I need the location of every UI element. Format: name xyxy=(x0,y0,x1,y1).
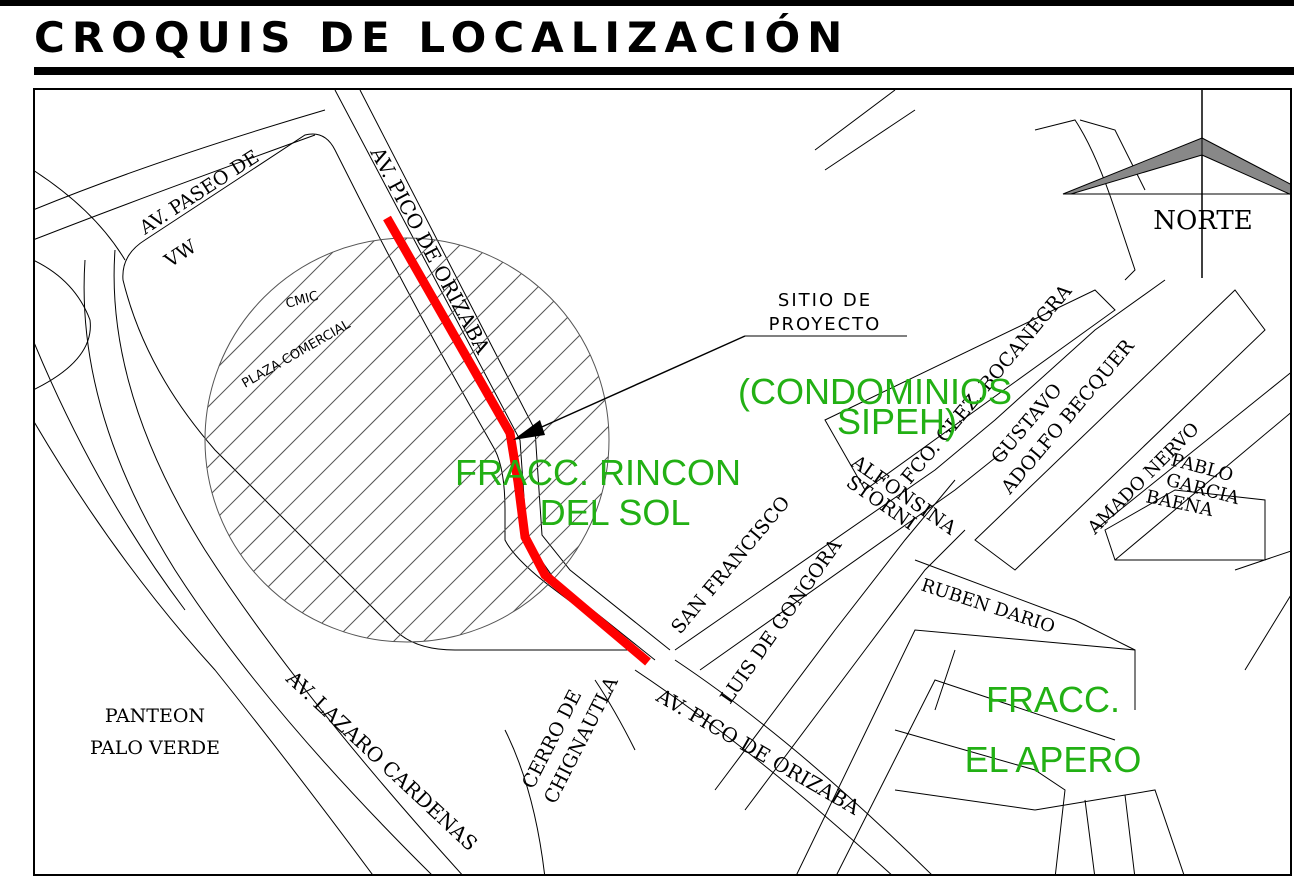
lazaro-edge-1 xyxy=(83,259,432,874)
ruben-edge xyxy=(914,559,1136,651)
lazaro-edge-3 xyxy=(35,422,373,874)
pablo-block xyxy=(1104,489,1266,561)
amado-edge-2 xyxy=(1114,412,1290,561)
location-map: SITIO DE PROYECTO NORTE AV. PASEO DE VW … xyxy=(35,90,1290,874)
street-label-lazaro: AV. LAZARO CARDENAS xyxy=(281,665,482,855)
pico-south-edge-1 xyxy=(634,669,892,874)
apero-block-4 xyxy=(894,649,1036,811)
callout-leader xyxy=(513,335,907,440)
gustavo-block xyxy=(974,289,1266,571)
area-label-condominios-2: SIPEH) xyxy=(837,401,957,442)
page-title: CROQUIS DE LOCALIZACIÓN xyxy=(34,13,850,62)
paseo-curve xyxy=(35,170,126,261)
place-label-panteon-2: PALO VERDE xyxy=(90,737,220,759)
title-rule xyxy=(34,67,1294,75)
avenue-paseo-edge-1 xyxy=(35,109,326,210)
lazaro-edge-4 xyxy=(35,343,186,611)
place-label-cmic: CMIC xyxy=(284,289,320,312)
condo-block xyxy=(824,289,1116,491)
lazaro-edge-2 xyxy=(113,249,463,874)
street-label-paseo-2: VW xyxy=(160,235,201,272)
street-label-pico-south: AV. PICO DE ORIZABA xyxy=(652,683,865,820)
area-label-rincon-1: FRACC. RINCON xyxy=(455,452,741,493)
street-label-paseo-1: AV. PASEO DE xyxy=(135,146,263,240)
area-label-rincon-2: DEL SOL xyxy=(540,492,691,533)
area-label-apero-1: FRACC. xyxy=(986,679,1120,720)
project-area-circle xyxy=(204,237,610,643)
avenue-paseo-edge-2 xyxy=(35,134,316,240)
northeast-blocks xyxy=(1034,119,1136,281)
sanfran-block xyxy=(674,279,1166,651)
apero-lots xyxy=(1034,789,1185,874)
east-edge xyxy=(1234,550,1290,671)
plaza-block xyxy=(122,133,637,651)
north-arrow-icon xyxy=(1062,90,1290,278)
callout-label-line1: SITIO DE xyxy=(778,290,872,311)
apero-block-3 xyxy=(894,729,1066,874)
apero-block-1 xyxy=(796,629,1136,874)
apero-block-2 xyxy=(836,679,1116,874)
street-label-ruben: RUBEN DARIO xyxy=(918,575,1057,638)
cerro-edge-2 xyxy=(594,679,636,751)
area-label-condominios-1: (CONDOMINIOS xyxy=(738,371,1012,412)
luis-edge-2 xyxy=(744,529,966,811)
pico-south-edge-2 xyxy=(674,659,932,874)
luis-block xyxy=(714,479,956,791)
callout-label-line2: PROYECTO xyxy=(769,314,882,335)
northeast-blocks-2 xyxy=(814,90,916,171)
header-band xyxy=(0,0,1294,6)
north-label: NORTE xyxy=(1153,206,1253,236)
pico-edge-east xyxy=(359,90,671,651)
cerro-edge-1 xyxy=(504,729,546,874)
roundabout-arc xyxy=(35,260,91,390)
map-frame: SITIO DE PROYECTO NORTE AV. PASEO DE VW … xyxy=(33,88,1292,876)
place-label-panteon-1: PANTEON xyxy=(105,705,205,727)
sanfran-edge-2 xyxy=(699,449,1006,671)
area-label-apero-2: EL APERO xyxy=(965,739,1142,780)
project-route xyxy=(383,215,651,666)
amado-block xyxy=(1094,372,1290,531)
